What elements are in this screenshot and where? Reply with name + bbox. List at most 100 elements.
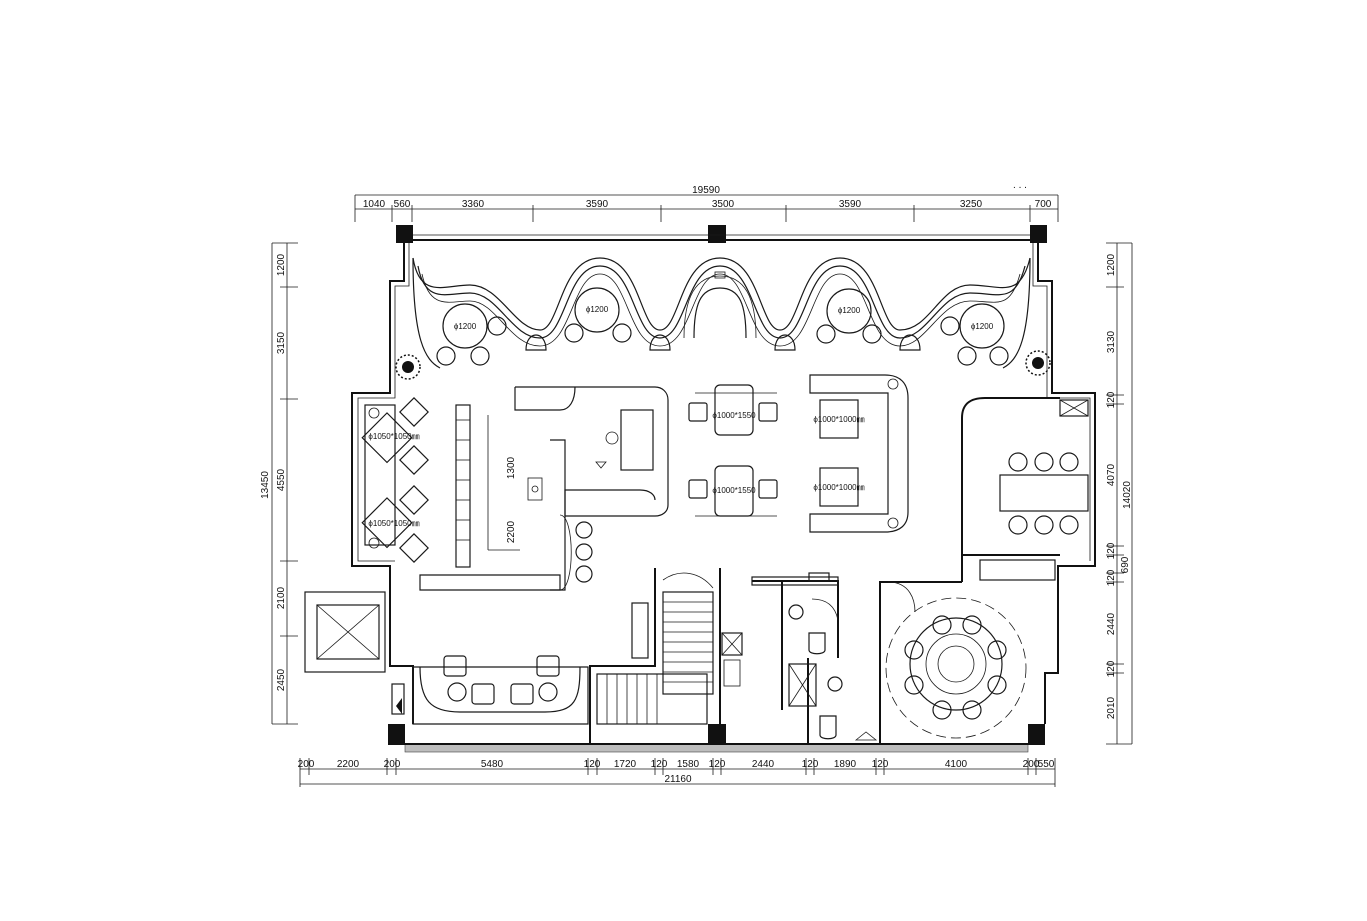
chair <box>957 346 977 366</box>
bottom-total-dimension: 21160 <box>664 774 692 785</box>
chair <box>862 324 882 344</box>
bottom-dim-4: 120 <box>584 759 601 770</box>
right-dim-0: 1200 <box>1106 253 1117 276</box>
bottom-dimension-chain: 200 2200 200 5480 120 1720 120 1580 120 … <box>298 758 1056 787</box>
right-dim-3: 4070 <box>1106 463 1117 486</box>
right-total-dimension: 14020 <box>1122 481 1133 509</box>
plant-icon <box>395 354 421 380</box>
round-table-label: ϕ1200 <box>586 305 609 314</box>
chair <box>487 316 507 336</box>
bar-front <box>419 574 561 591</box>
right-dim-7: 2440 <box>1106 612 1117 635</box>
column <box>1030 225 1047 243</box>
floor-hatch <box>404 743 1029 753</box>
bar-stool <box>575 565 593 583</box>
round-table <box>959 303 1005 349</box>
round-table-label: ϕ1200 <box>454 322 477 331</box>
left-dim-2: 4550 <box>276 468 287 491</box>
exterior-walls <box>351 234 1096 753</box>
sofa-table <box>819 399 859 439</box>
toilet-icon <box>808 632 826 655</box>
arm-chairs-row <box>525 334 921 351</box>
square-table <box>361 497 413 549</box>
chair <box>470 346 490 366</box>
bottom-dim-12: 120 <box>872 759 889 770</box>
bottom-dim-13: 4100 <box>945 759 968 770</box>
left-total-dimension: 13450 <box>260 471 271 499</box>
bar-stool <box>575 543 593 561</box>
room-carpet <box>885 597 1027 739</box>
right-dim-4: 120 <box>1106 542 1117 559</box>
top-dim-7: 700 <box>1035 199 1052 210</box>
chair <box>564 323 584 343</box>
round-table <box>442 303 488 349</box>
right-dim-2: 120 <box>1106 391 1117 408</box>
curved-booth-seating <box>412 257 1031 369</box>
private-dining-room <box>961 397 1089 582</box>
sofa-lounge: ϕ1000*1000㎜ ϕ1000*1000㎜ <box>809 374 909 533</box>
bar-stool <box>575 521 593 539</box>
header-marks: . . . <box>1013 180 1027 191</box>
center-booth <box>693 287 747 339</box>
bottom-dim-7: 1580 <box>677 759 700 770</box>
bottom-dim-3: 5480 <box>481 759 504 770</box>
right-dim-6: 120 <box>1106 569 1117 586</box>
rect-table-label: ϕ1000*1550 <box>712 411 756 420</box>
top-dimension-chain: 19590 1040 560 3360 3590 3500 3590 3250 … <box>354 180 1059 222</box>
staircase <box>589 568 721 744</box>
bar-depth-dim: 1300 <box>506 456 517 479</box>
large-round-table <box>909 617 1003 711</box>
center-dining-tables: ϕ1000*1550 ϕ1000*1550 <box>688 384 778 517</box>
top-dim-6: 3250 <box>960 199 983 210</box>
round-table-label: ϕ1200 <box>971 322 994 331</box>
round-table <box>826 288 872 334</box>
chair <box>816 324 836 344</box>
top-dim-4: 3500 <box>712 199 735 210</box>
bar-counter: 1300 2200 <box>419 404 593 591</box>
bottom-dim-14: 200 <box>1023 759 1040 770</box>
bar-width-dim: 2200 <box>506 520 517 543</box>
display-panel <box>620 409 654 471</box>
entrance-lobby <box>304 586 589 725</box>
square-table-label: ϕ1050*1050㎜ <box>368 519 419 528</box>
column <box>708 225 726 243</box>
right-dim-9: 2010 <box>1106 696 1117 719</box>
toilet-icon <box>819 715 837 740</box>
plant-icon <box>1025 350 1051 376</box>
square-table <box>361 412 413 464</box>
bottom-dim-0: 200 <box>298 759 315 770</box>
rect-table <box>714 384 754 436</box>
chair <box>612 323 632 343</box>
bottom-dim-9: 2440 <box>752 759 775 770</box>
round-table-label: ϕ1200 <box>838 306 861 315</box>
right-dimension-chain: 14020 1200 3130 120 4070 120 690 120 244… <box>1106 242 1133 745</box>
chair <box>989 346 1009 366</box>
top-total-dimension: 19590 <box>692 185 720 196</box>
sofa-table-label: ϕ1000*1000㎜ <box>813 415 864 424</box>
long-table <box>999 474 1089 512</box>
top-dim-1: 560 <box>394 199 411 210</box>
structural-columns <box>388 225 1047 744</box>
round-table <box>574 287 620 333</box>
back-shelf <box>455 404 471 568</box>
sink-icon <box>788 604 804 620</box>
left-lounge: ϕ1050*1050㎜ ϕ1050*1050㎜ <box>361 397 429 563</box>
column <box>396 225 413 243</box>
bottom-dim-8: 120 <box>709 759 726 770</box>
top-dim-3: 3590 <box>586 199 609 210</box>
left-dim-3: 2100 <box>276 586 287 609</box>
column <box>708 724 726 744</box>
u-sofa <box>809 374 909 533</box>
left-dim-1: 3150 <box>276 331 287 354</box>
chair <box>940 316 960 336</box>
lounge-stool <box>538 682 558 702</box>
central-stage <box>514 386 669 517</box>
booth-round-tables: ϕ1200 ϕ1200 ϕ1200 ϕ1200 <box>436 271 1009 366</box>
column <box>1028 724 1045 744</box>
vip-round-room <box>879 559 1056 744</box>
top-dim-2: 3360 <box>462 199 485 210</box>
bottom-dim-5: 1720 <box>614 759 637 770</box>
top-dim-0: 1040 <box>363 199 386 210</box>
rect-table-label: ϕ1000*1550 <box>712 486 756 495</box>
